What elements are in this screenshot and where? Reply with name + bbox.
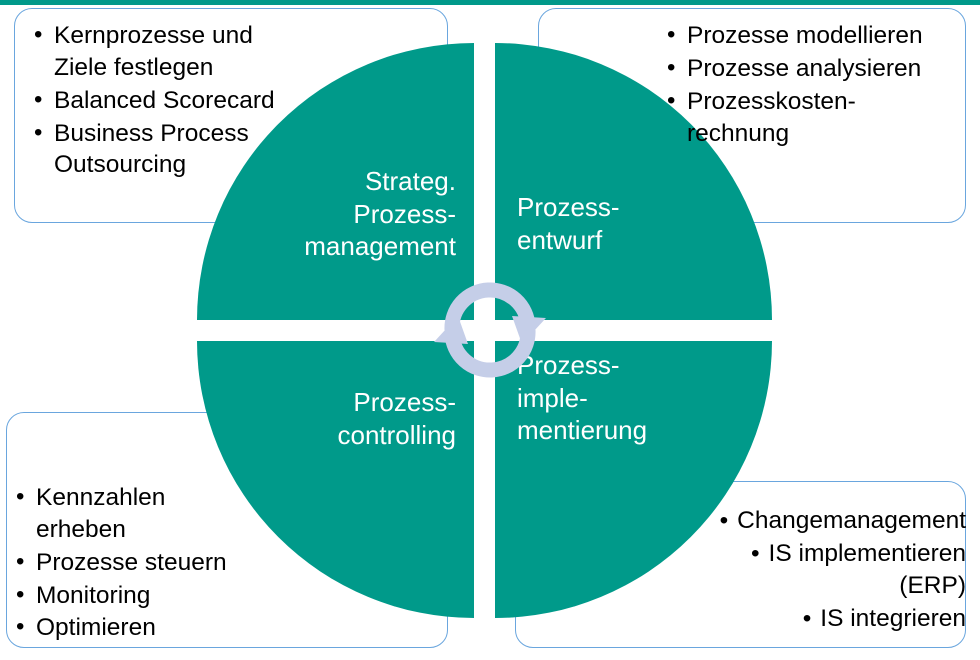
- list-item-label: Changemanagement: [737, 507, 966, 534]
- list-item: • Changemanagement: [600, 505, 966, 537]
- list-item: Prozesse analysieren: [665, 52, 965, 85]
- list-item: Prozesse steuern: [14, 546, 434, 579]
- callout-text-top-right: Prozesse modellieren Prozesse analysiere…: [665, 19, 965, 150]
- bullet-glyph: •: [719, 507, 729, 534]
- list-item: Prozesskosten- rechnung: [665, 85, 965, 150]
- callout-list-bottom-right: • Changemanagement • IS implementieren (ER…: [600, 505, 966, 634]
- list-item: Business Process Outsourcing: [32, 117, 447, 182]
- list-item: Kernprozesse und Ziele festlegen: [32, 19, 447, 84]
- callout-text-bottom-left: Kennzahlen erheben Prozesse steuern Moni…: [14, 481, 434, 645]
- list-item-label: IS implementieren (ERP): [768, 539, 966, 599]
- top-accent-strip: [0, 0, 980, 5]
- bullet-glyph: •: [750, 539, 760, 567]
- list-item: • IS implementieren (ERP): [600, 538, 966, 602]
- callout-list-top-left: Kernprozesse und Ziele festlegen Balance…: [32, 19, 447, 182]
- callout-text-top-left: Kernprozesse und Ziele festlegen Balance…: [32, 19, 447, 182]
- bullet-glyph: •: [802, 604, 812, 632]
- list-item: • IS integrieren: [600, 603, 966, 635]
- quadrant-label: Prozess- controlling: [337, 387, 456, 450]
- quadrant-label: Prozess- imple- mentierung: [517, 350, 648, 445]
- list-item: Kennzahlen erheben: [14, 481, 434, 546]
- callout-text-bottom-right: • Changemanagement • IS implementieren (ER…: [600, 505, 966, 635]
- callout-list-top-right: Prozesse modellieren Prozesse analysiere…: [665, 19, 965, 150]
- list-item-label: IS integrieren: [820, 604, 966, 632]
- list-item: Balanced Scorecard: [32, 84, 447, 117]
- list-item: Optimieren: [14, 611, 434, 644]
- list-item: Prozesse modellieren: [665, 19, 965, 52]
- list-item: Monitoring: [14, 579, 434, 612]
- callout-list-bottom-left: Kennzahlen erheben Prozesse steuern Moni…: [14, 481, 434, 644]
- quadrant-label: Prozess- entwurf: [517, 192, 620, 255]
